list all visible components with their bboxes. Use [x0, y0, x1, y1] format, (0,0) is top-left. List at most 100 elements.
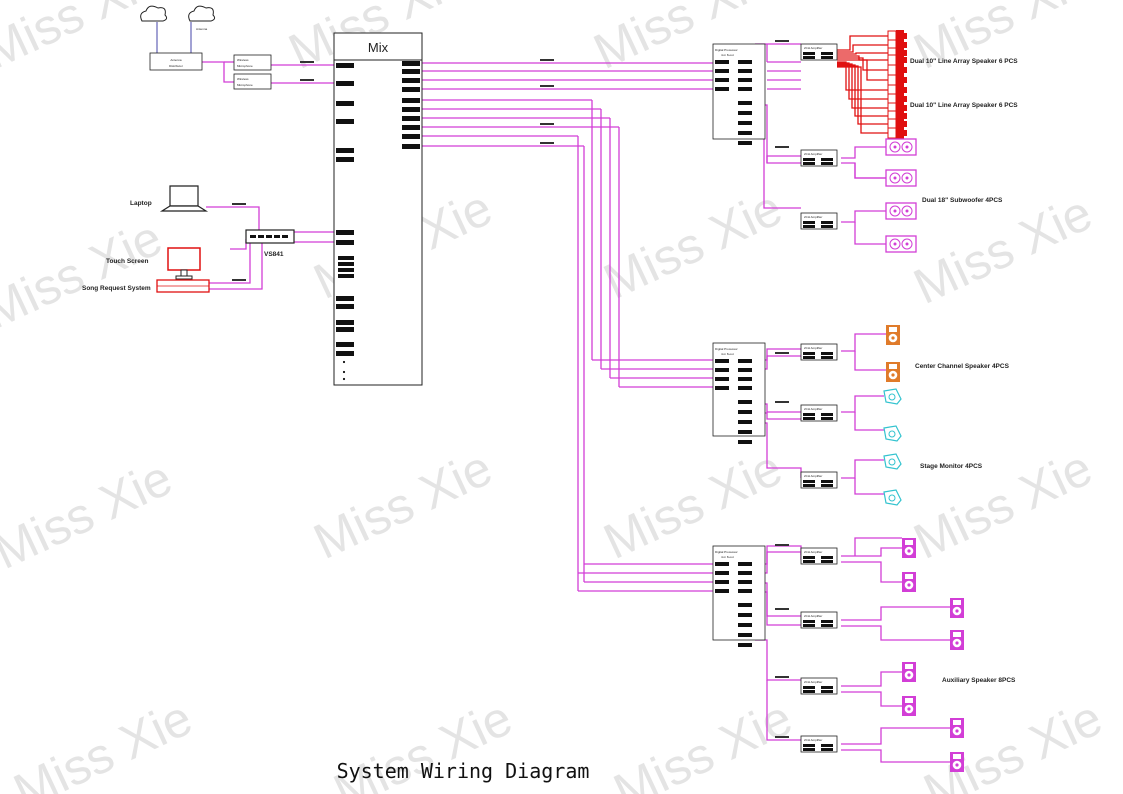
processor-output-port	[738, 69, 752, 73]
antenna-cloud-shape	[140, 5, 168, 22]
subwoofer-speaker-icon	[885, 138, 917, 156]
amplifier-label: 2CH Amplifier	[804, 680, 822, 684]
center-channel-speaker-icon	[886, 362, 900, 382]
stage-monitor-body	[883, 388, 902, 405]
cable-tag	[540, 142, 554, 144]
auxiliary-tweeter	[953, 600, 961, 605]
processor-output-port	[738, 410, 752, 414]
auxiliary-speaker-icon	[902, 572, 916, 592]
subwoofer-speaker-icon	[885, 169, 917, 187]
line-array-body	[904, 113, 907, 119]
subwoofer-cone	[893, 176, 897, 180]
amplifier-output-port	[821, 686, 833, 689]
wire	[841, 459, 884, 479]
mixer-port	[336, 342, 354, 347]
watermark-text: Miss Xie	[305, 439, 500, 570]
wire	[854, 222, 886, 245]
auxiliary-woofer	[955, 729, 959, 733]
wireless-microphone-label: Microphone	[237, 64, 253, 68]
line-array-body	[904, 42, 907, 48]
wireless-microphone-label: Wireless	[237, 58, 249, 62]
mixer-output-port	[402, 87, 420, 92]
processor-output-port	[738, 603, 752, 607]
auxiliary-speaker-icon	[950, 752, 964, 772]
antenna-cloud-icon	[188, 5, 216, 22]
amplifier-input-port	[803, 560, 815, 563]
line-array-body	[904, 33, 907, 39]
antenna-cloud-icon	[140, 5, 168, 22]
wire	[209, 243, 251, 284]
cable-tag	[540, 59, 554, 61]
wire	[841, 547, 902, 557]
wireless-microphone-label: Wireless	[237, 77, 249, 81]
cable-tag	[775, 352, 789, 354]
processor-output-port	[738, 60, 752, 64]
wire	[854, 537, 902, 556]
processor-output-port	[738, 368, 752, 372]
subwoofer-body	[885, 138, 917, 156]
line-array-body	[904, 105, 907, 111]
line-array-body	[904, 57, 907, 63]
diagram-title: System Wiring Diagram	[337, 759, 590, 783]
center-channel-woofer	[891, 336, 895, 340]
network-switch-label: VS841	[264, 251, 284, 258]
laptop-base-icon	[159, 205, 209, 212]
subwoofer-cone	[889, 172, 901, 184]
center-channel-tweeter	[889, 327, 897, 332]
subwoofer-cone	[901, 238, 913, 250]
red-speaker-wire	[837, 35, 888, 51]
watermark-text: Miss Xie	[605, 689, 800, 794]
cable-tag	[775, 736, 789, 738]
amplifier-label: 2CH Amplifier	[804, 474, 822, 478]
processor-output-port	[738, 78, 752, 82]
amplifier-input-port	[803, 52, 815, 55]
mixer-input-port	[336, 148, 354, 153]
watermark-text: Miss Xie	[0, 449, 180, 580]
amplifier-output-port	[821, 352, 833, 355]
touch-screen-icon	[167, 247, 201, 271]
subwoofer-body	[885, 169, 917, 187]
red-speaker-wire	[837, 61, 888, 91]
mixer-input-port	[336, 81, 354, 86]
mixer-input-port	[336, 119, 354, 124]
processor-output-port	[738, 580, 752, 584]
auxiliary-tweeter	[905, 540, 913, 545]
center-channel-label: Center Channel Speaker 4PCS	[915, 363, 1010, 370]
antenna-cloud-shape	[188, 5, 216, 22]
mixer-output-port	[402, 69, 420, 74]
processor-output-port	[738, 613, 752, 617]
wire	[841, 162, 886, 179]
line-array-body	[896, 74, 904, 86]
center-channel-speaker-icon	[886, 325, 900, 345]
processor-output-port	[738, 420, 752, 424]
line-array-body	[904, 87, 907, 93]
cable-tag	[775, 608, 789, 610]
amplifier-output-port	[821, 56, 833, 59]
mixer-input-port	[336, 230, 354, 235]
amplifier-label: 2CH Amplifier	[804, 407, 822, 411]
stage-monitor-body	[883, 489, 902, 506]
line-array-body	[896, 93, 904, 105]
subwoofer-cone	[889, 238, 901, 250]
amplifier-label: 2CH Amplifier	[804, 346, 822, 350]
line-array-body	[896, 118, 904, 130]
stage-monitor-label: Stage Monitor 4PCS	[920, 463, 983, 470]
wire	[841, 691, 902, 707]
mixer-port	[336, 304, 354, 309]
wire	[841, 671, 902, 687]
auxiliary-label: Auxiliary Speaker 8PCS	[942, 677, 1016, 684]
mixer-indicator-dot	[342, 360, 346, 364]
amplifier-input-port	[803, 221, 815, 224]
mixer-input-port	[336, 63, 354, 68]
device-layer	[140, 5, 964, 772]
processor-input-port	[715, 78, 729, 82]
cable-tag	[775, 676, 789, 678]
subwoofer-body	[885, 202, 917, 220]
processor-output-port	[738, 440, 752, 444]
mixer-output-port	[402, 61, 420, 66]
auxiliary-woofer	[907, 673, 911, 677]
processor-output-port	[738, 623, 752, 627]
processor-output-port	[738, 400, 752, 404]
stage-monitor-cone	[888, 430, 896, 438]
wire	[206, 206, 260, 230]
